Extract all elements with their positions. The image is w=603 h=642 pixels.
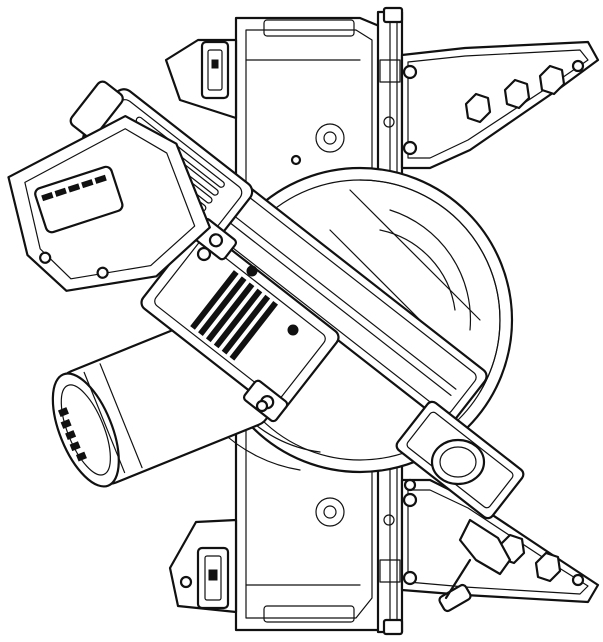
left-base-wing-lower <box>168 518 238 614</box>
dust-port-opening <box>430 438 486 486</box>
upper-extension-wing <box>400 40 600 170</box>
vent-slots <box>41 174 107 202</box>
gear-head-fins <box>190 270 279 361</box>
left-base-wing-upper <box>164 38 238 120</box>
motor-vents <box>57 407 87 462</box>
lock-lever <box>438 518 512 613</box>
upper-housing <box>7 114 211 292</box>
fasteners <box>196 154 417 492</box>
